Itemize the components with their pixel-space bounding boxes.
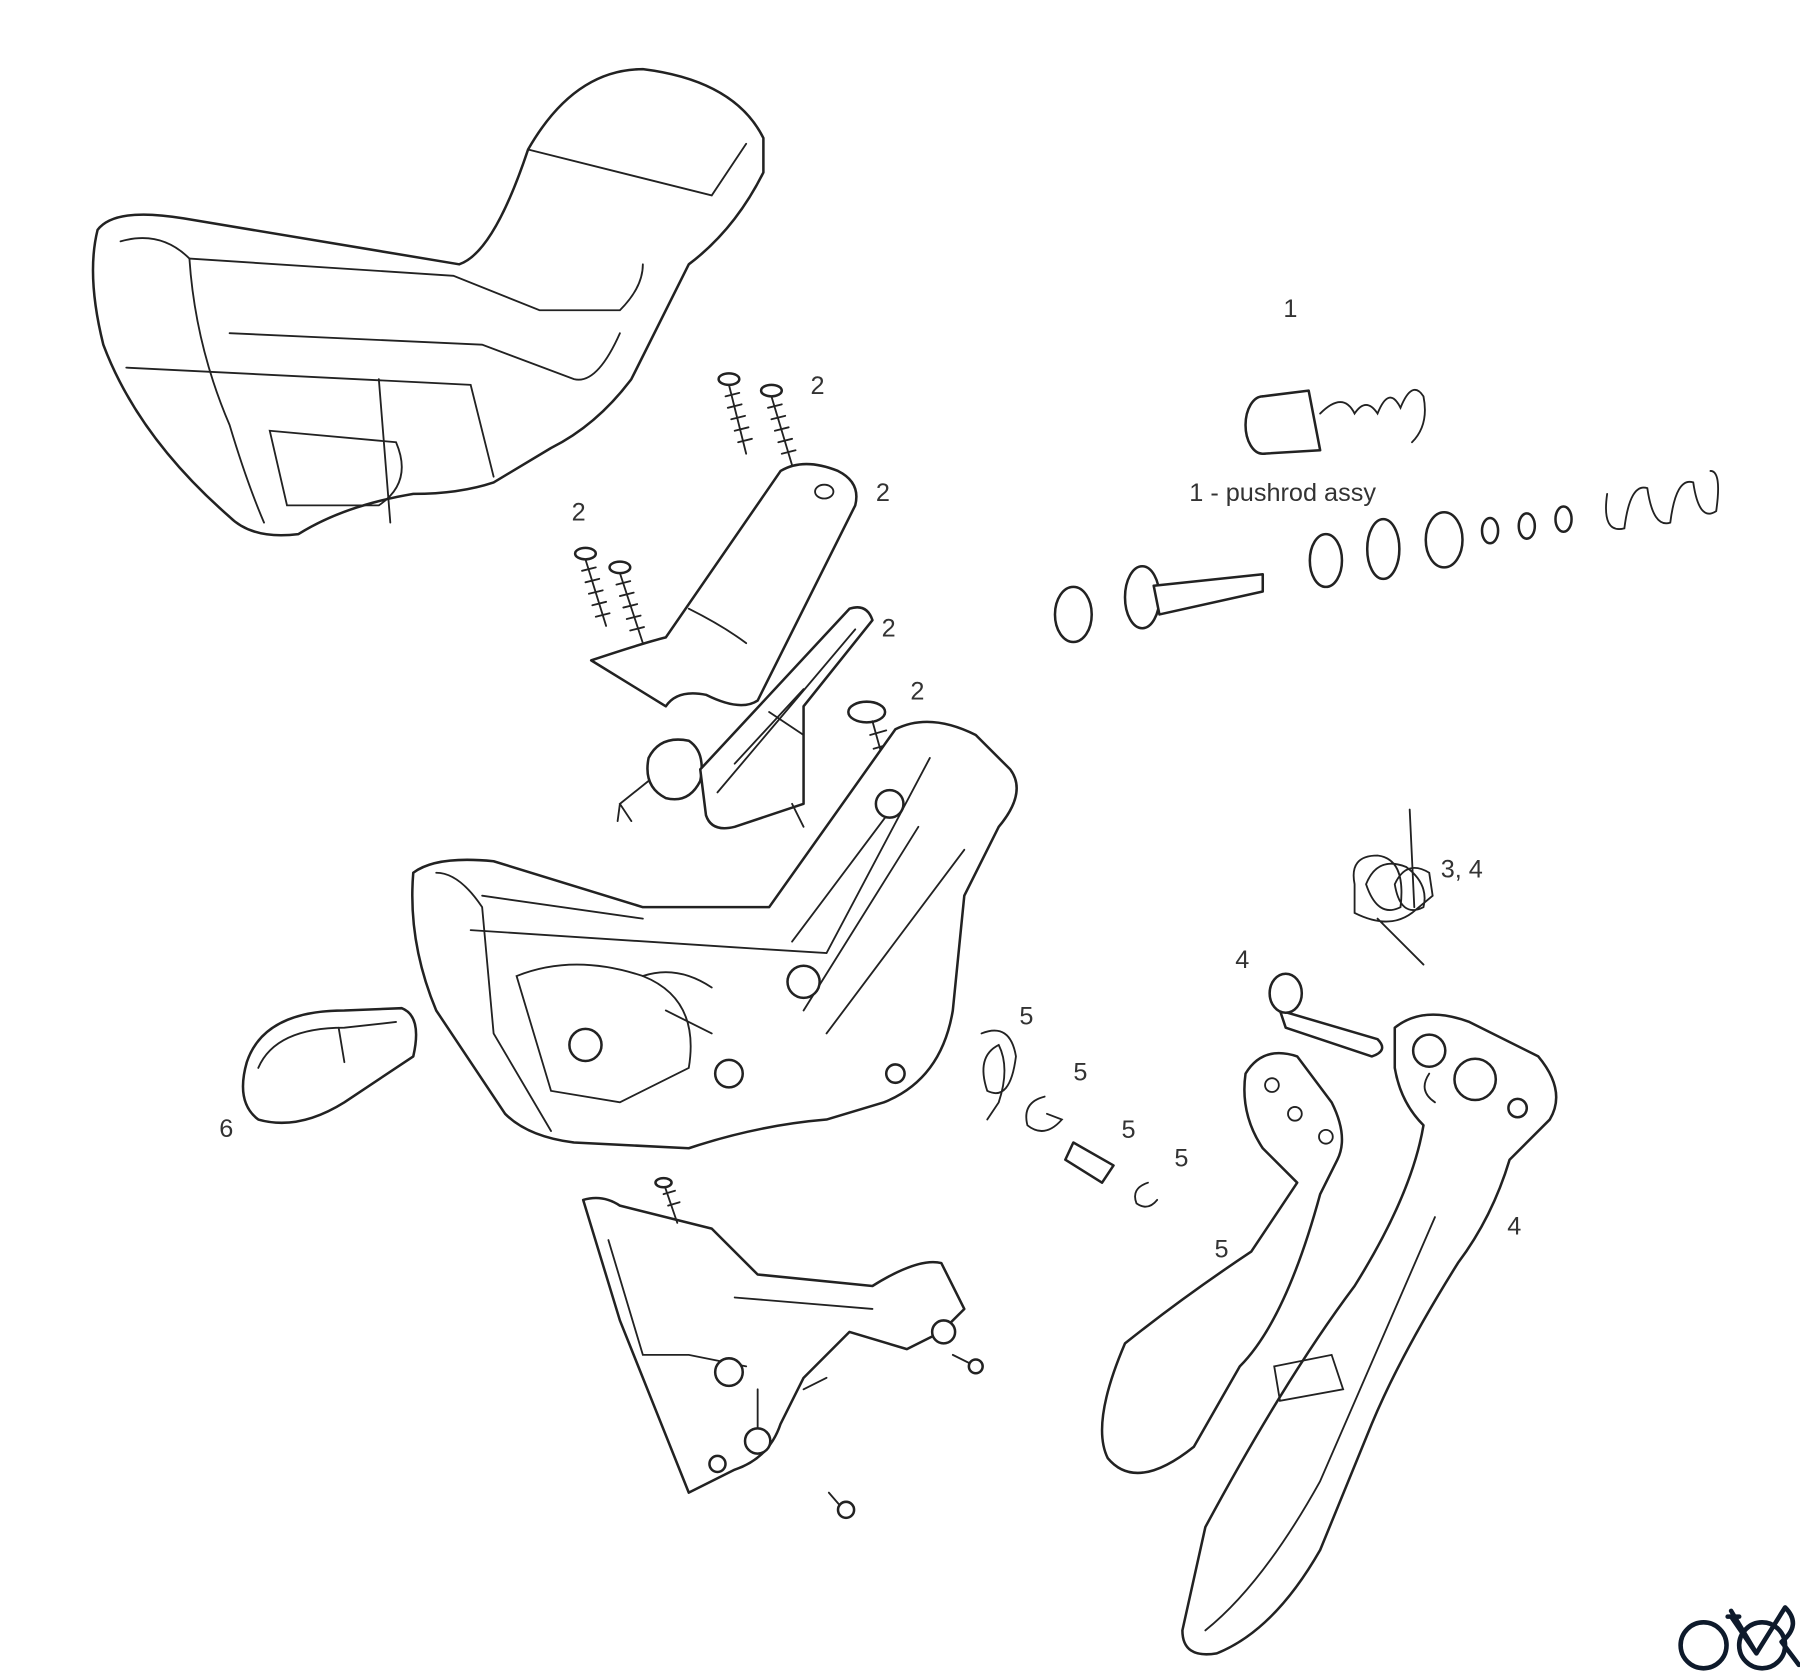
label-c-clip: 5 xyxy=(1174,1145,1188,1173)
label-spring-pin: 3, 4 xyxy=(1441,855,1483,883)
torsion-spring xyxy=(1352,808,1434,966)
reservoir-cover xyxy=(589,462,858,822)
label-adjuster: 5 xyxy=(1122,1116,1136,1144)
label-pivot-pin: 4 xyxy=(1235,946,1249,974)
pushrod-assembly xyxy=(1244,388,1426,455)
label-screw-top-b: 2 xyxy=(876,479,890,507)
label-screw-top-a: 2 xyxy=(810,372,824,400)
label-shift-lever: 4 xyxy=(1507,1212,1521,1240)
e-clip xyxy=(1025,1095,1064,1132)
lever-body xyxy=(411,720,1018,1150)
clamp-bracket xyxy=(698,606,874,830)
label-brake-lever: 5 xyxy=(1215,1235,1229,1263)
adjuster-screw xyxy=(1064,1141,1115,1184)
label-screw-left: 2 xyxy=(572,498,586,526)
label-e-clip: 5 xyxy=(1073,1059,1087,1087)
lower-cover xyxy=(581,1176,984,1520)
label-pushrod-caption: 1 - pushrod assy xyxy=(1189,479,1376,507)
pushrod-parts xyxy=(1053,470,1720,644)
label-band-clamp: 6 xyxy=(219,1115,233,1143)
label-small-spring: 5 xyxy=(1019,1002,1033,1030)
band-clamp xyxy=(241,1006,418,1125)
label-pushrod-number: 1 xyxy=(1283,295,1297,323)
screw-left-a xyxy=(573,546,611,627)
pivot-pin xyxy=(1268,972,1384,1058)
shift-lever xyxy=(1181,1013,1558,1656)
screw-left-b xyxy=(608,560,645,645)
c-clip xyxy=(1134,1181,1159,1208)
small-spring xyxy=(980,1029,1017,1121)
label-clamp: 2 xyxy=(882,614,896,642)
screw-top-a xyxy=(717,372,753,455)
screw-top-b xyxy=(759,383,797,467)
bike-logo xyxy=(1678,1605,1800,1671)
brake-lever xyxy=(1100,1051,1344,1475)
hood-cover xyxy=(91,67,765,537)
label-bolt: 2 xyxy=(910,677,924,705)
